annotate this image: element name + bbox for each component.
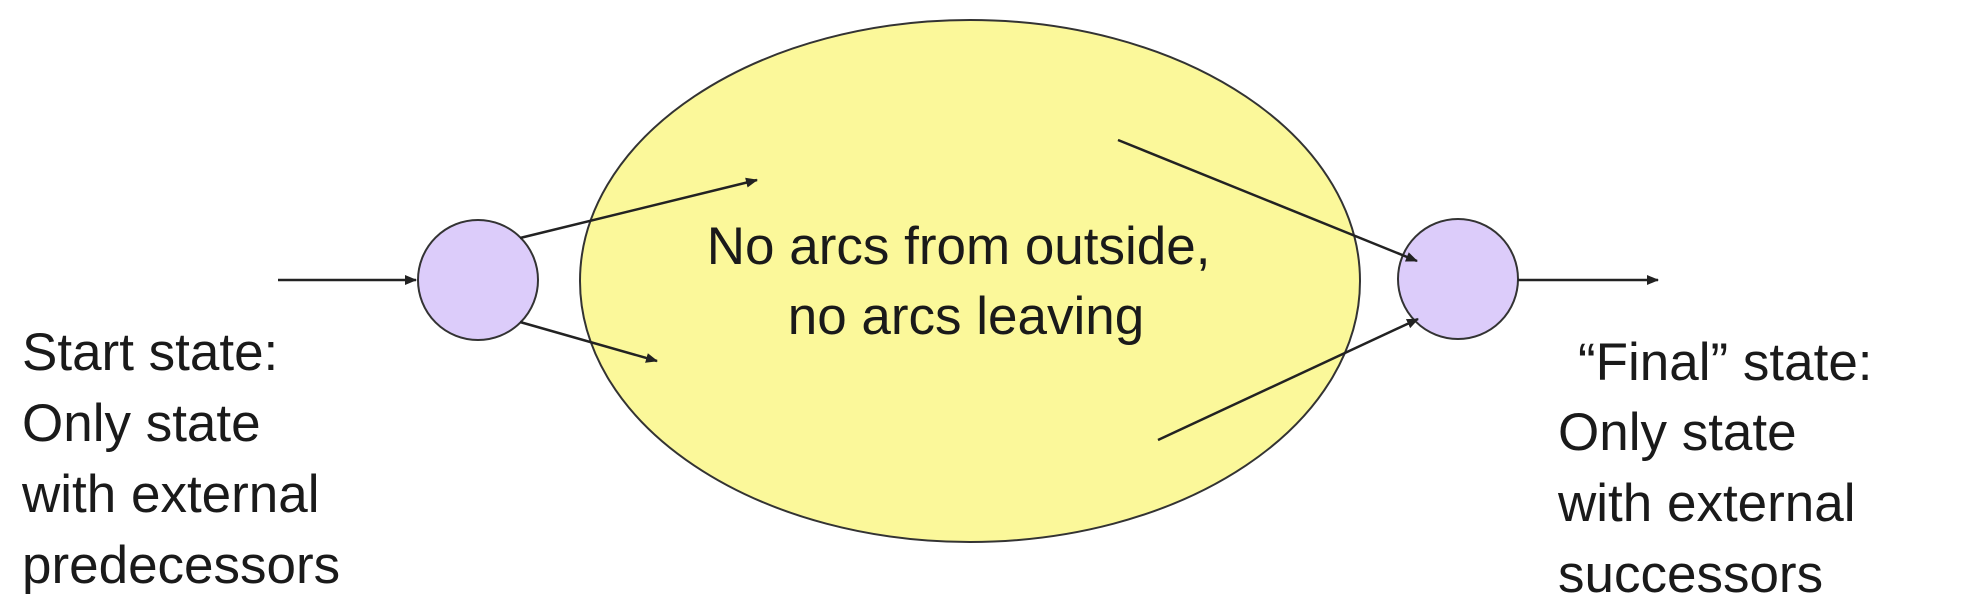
start-state-line-1: Start state: <box>22 323 278 382</box>
center-region-ellipse <box>579 19 1361 543</box>
center-region-label: No arcs from outside, no arcs leaving <box>707 217 1225 346</box>
start-state-line-3: with external <box>21 465 320 524</box>
region-to-final-arrow-lower <box>1157 317 1419 442</box>
start-to-region-arrow-upper <box>519 177 758 240</box>
final-state-line-1: “Final” state: <box>1578 333 1873 392</box>
start-state-label: Start state: Only state with external pr… <box>21 323 340 595</box>
region-to-final-arrow-upper <box>1117 138 1418 263</box>
start-state-line-2: Only state <box>22 394 261 453</box>
start-to-region-arrow-lower <box>519 320 658 363</box>
final-state-line-3: with external <box>1557 474 1856 533</box>
start-state-node <box>417 219 539 341</box>
final-state-line-2: Only state <box>1558 403 1797 462</box>
center-region-line-2: no arcs leaving <box>788 287 1144 346</box>
start-state-line-4: predecessors <box>22 536 340 595</box>
center-region-line-1: No arcs from outside, <box>707 217 1211 276</box>
final-state-line-4: successors <box>1558 545 1823 604</box>
final-state-label: “Final” state: Only state with external … <box>1557 333 1887 604</box>
